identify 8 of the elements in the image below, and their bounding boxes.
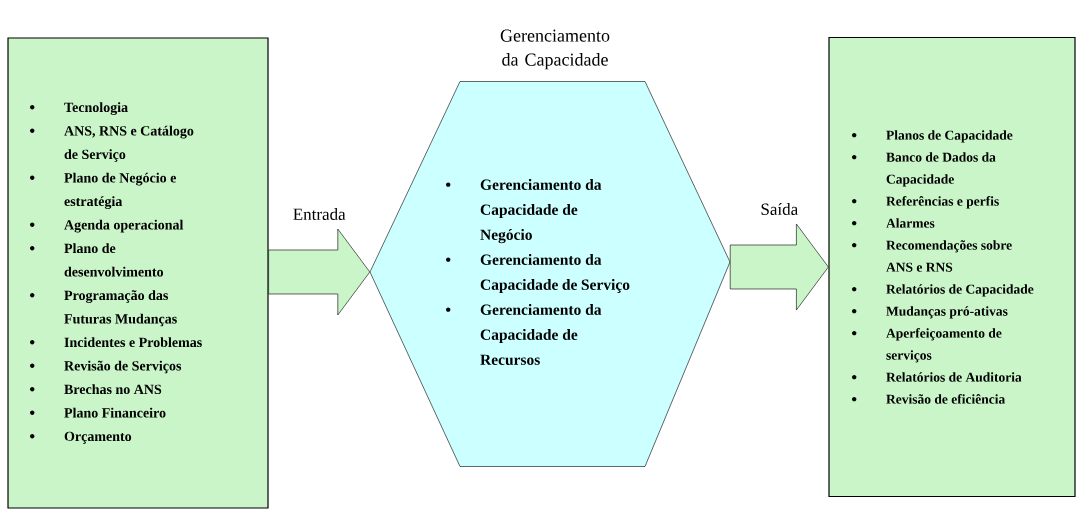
- list-box: Tecnologia ANS, RNS e Catálogo de Serviço Plano de Negócio e estratégia Agenda operacional Plano de desenvolvimento Programação das Futuras Mudanças Incidentes e Problemas Revisão de Serviços Brechas no ANS Plano Financeiro Orçamento: [7, 37, 269, 509]
- edge-label: Entrada: [293, 208, 346, 220]
- list-box: Planos de Capacidade Banco de Dados da Capacidade Referências e perfis Alarmes Recomendações sobre ANS e RNS Relatórios de Capacidade Mudanças pró-ativas Aperfeiçoamento de serviços Relatórios de Auditoria Revisão de eficiência: [828, 36, 1076, 498]
- edge-label: Saída: [761, 203, 798, 215]
- hexagon: Gerenciamento da Capacidade de Negócio Gerenciamento da Capacidade de Serviço Gerenciamento da Capacidade de Recursos: [369, 81, 731, 467]
- heading: Gerenciamento da Capacidade: [500, 29, 610, 70]
- block-arrow: [268, 228, 371, 316]
- block-arrow: [729, 223, 829, 311]
